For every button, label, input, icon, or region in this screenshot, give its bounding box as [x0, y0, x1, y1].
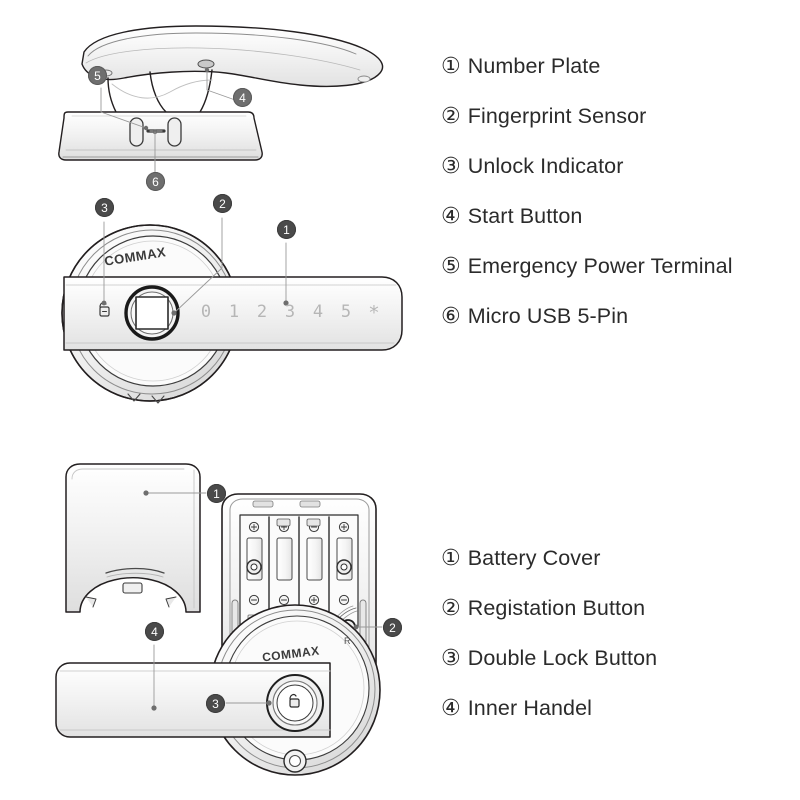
legend-marker-6: ⑥ — [441, 304, 461, 329]
keypad-key-4[interactable]: 4 — [312, 302, 324, 322]
legend-rear-view: ① Battery Cover ② Registation Button ③ D… — [441, 546, 658, 748]
legend-label-double-lock-button: Double Lock Button — [467, 646, 658, 670]
leader-lines-rear — [143, 490, 383, 711]
double-lock-button-art — [266, 674, 324, 732]
legend-label-emergency-power-terminal: Emergency Power Terminal — [467, 254, 733, 278]
legend-item-fingerprint-sensor: ② Fingerprint Sensor — [441, 104, 733, 156]
legend-item-inner-handle: ④ Inner Handel — [441, 696, 657, 748]
callout-badge-6: 6 — [146, 172, 165, 191]
legend-marker-5: ⑤ — [441, 254, 461, 279]
legend-marker-2: ② — [441, 104, 461, 129]
keypad-key-5[interactable]: 5 — [340, 302, 352, 322]
legend-item-unlock-indicator: ③ Unlock Indicator — [441, 154, 733, 206]
callout-badge-2: 2 — [213, 194, 232, 213]
inner-handle-art — [55, 662, 331, 738]
legend-label-registration-button: Registation Button — [467, 596, 646, 620]
keypad-key-0[interactable]: 0 — [200, 302, 212, 322]
legend-item-registration-button: ② Registation Button — [441, 596, 657, 648]
callout-badge-5: 5 — [88, 66, 107, 85]
legend-marker-rear-1: ① — [441, 546, 461, 571]
fingerprint-sensor-art — [124, 285, 180, 341]
legend-item-double-lock-button: ③ Double Lock Button — [441, 646, 658, 698]
keypad-key-star[interactable]: * — [368, 302, 380, 324]
callout-badge-rear-3: 3 — [206, 694, 225, 713]
number-plate-keypad[interactable]: 0 1 2 3 4 5 * — [192, 304, 388, 323]
legend-item-micro-usb: ⑥ Micro USB 5-Pin — [441, 304, 733, 356]
legend-label-unlock-indicator: Unlock Indicator — [467, 154, 624, 178]
legend-marker-rear-3: ③ — [441, 646, 461, 671]
legend-label-number-plate: Number Plate — [467, 54, 601, 78]
legend-label-inner-handle: Inner Handel — [467, 696, 593, 720]
legend-item-number-plate: ① Number Plate — [441, 54, 733, 106]
legend-marker-4: ④ — [441, 204, 461, 229]
legend-item-battery-cover: ① Battery Cover — [441, 546, 657, 598]
keypad-key-3[interactable]: 3 — [284, 302, 296, 322]
callout-badge-4: 4 — [233, 88, 252, 107]
keypad-key-1[interactable]: 1 — [228, 302, 240, 322]
legend-label-battery-cover: Battery Cover — [467, 546, 601, 570]
callout-badge-rear-2: 2 — [383, 618, 402, 637]
callout-badge-3: 3 — [95, 198, 114, 217]
registration-button-letter: R — [344, 636, 351, 646]
legend-marker-1: ① — [441, 54, 461, 79]
legend-marker-3: ③ — [441, 154, 461, 179]
callout-badge-rear-4: 4 — [145, 622, 164, 641]
charging-base — [58, 111, 263, 161]
battery-cover-art — [65, 463, 201, 613]
legend-marker-rear-4: ④ — [441, 696, 461, 721]
legend-front-view: ① Number Plate ② Fingerprint Sensor ③ Un… — [441, 54, 733, 356]
leader-lines-front — [101, 217, 289, 316]
legend-marker-rear-2: ② — [441, 596, 461, 621]
leader-lines-top — [100, 67, 239, 176]
legend-label-micro-usb: Micro USB 5-Pin — [467, 304, 629, 328]
callout-badge-1: 1 — [277, 220, 296, 239]
legend-item-emergency-power-terminal: ⑤ Emergency Power Terminal — [441, 254, 733, 306]
keypad-key-2[interactable]: 2 — [256, 302, 268, 322]
legend-item-start-button: ④ Start Button — [441, 204, 733, 256]
callout-badge-rear-1: 1 — [207, 484, 226, 503]
legend-label-fingerprint-sensor: Fingerprint Sensor — [467, 104, 647, 128]
legend-label-start-button: Start Button — [467, 204, 583, 228]
